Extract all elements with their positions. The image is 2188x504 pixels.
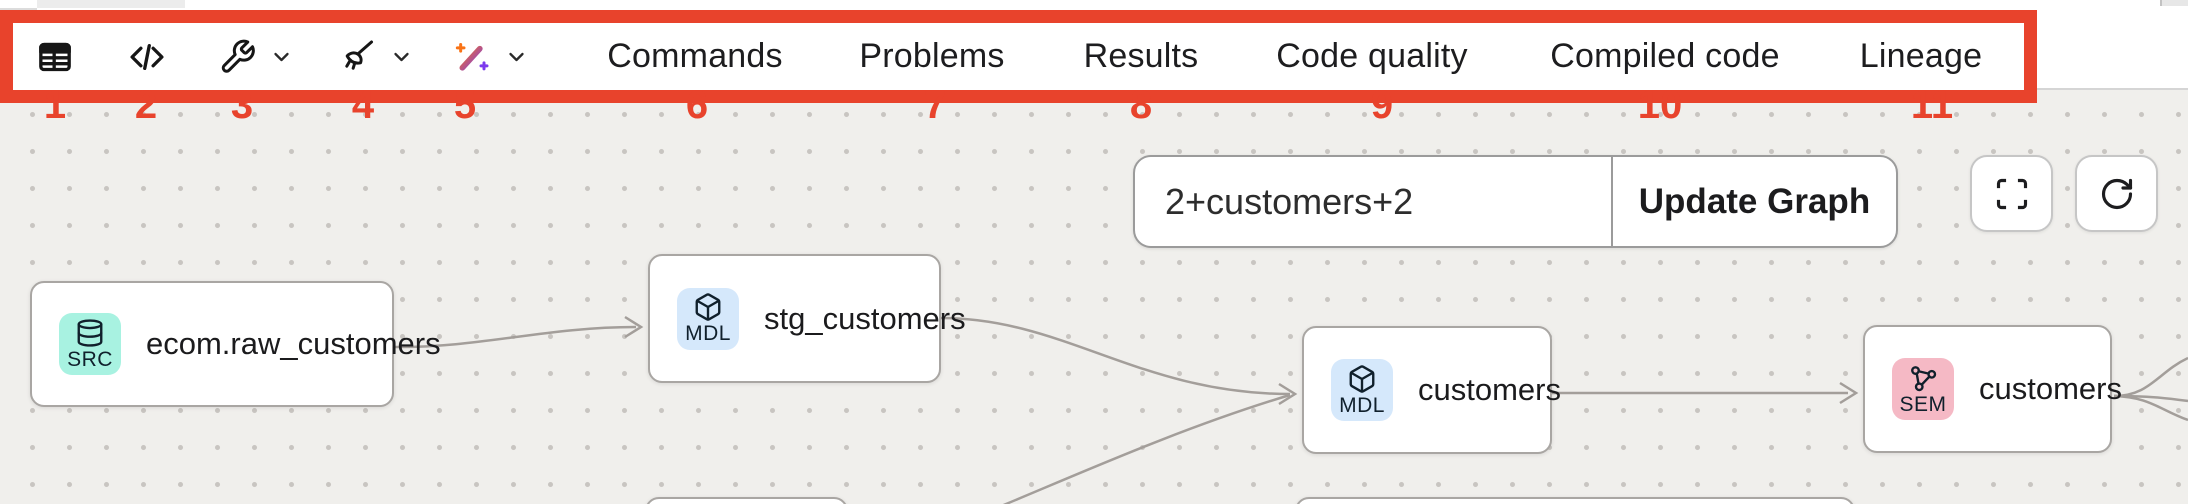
annotation-number: 8 [1129,83,1153,127]
annotation-number: 2 [134,83,158,127]
tab-problems[interactable]: Problems [859,37,1005,75]
badge-label: SEM [1899,392,1947,416]
tab-commands[interactable]: Commands [607,37,783,75]
chevron-down-icon [394,52,409,61]
node-customers-semantic[interactable]: SEM customers [1863,325,2122,453]
node-type-badge: SEM [1892,358,1954,420]
annotation-number: 10 [1637,83,1683,127]
toolbar-bottom-border [2037,88,2188,90]
update-graph-button[interactable]: Update Graph [1613,157,1896,246]
cube-icon [695,293,721,321]
node-type-badge: MDL [677,287,739,350]
refresh-icon [2101,178,2132,209]
divider [1611,157,1613,246]
node-label: ecom.raw_customers [146,326,441,361]
annotation-number: 4 [351,83,375,127]
node-partially-visible[interactable] [1295,497,1855,504]
graph-filter-control: Update Graph [1133,155,1898,248]
annotation-number: 1 [43,83,67,127]
broom-icon [345,40,373,70]
annotation-number: 3 [230,83,254,127]
annotation-number: 5 [453,83,477,127]
tab-code-quality[interactable]: Code quality [1276,37,1468,75]
magic-wand-icon [455,42,489,71]
annotation-number: 6 [685,83,709,127]
node-label: stg_customers [764,300,966,336]
badge-label: MDL [1339,393,1385,417]
code-icon [130,43,164,70]
refresh-button[interactable] [2075,155,2158,232]
fullscreen-button[interactable] [1970,155,2053,232]
node-type-badge: SRC [59,313,121,375]
tab-results[interactable]: Results [1083,37,1199,75]
table-view-button[interactable] [35,23,75,90]
pane-trim [0,8,37,10]
graph-filter-input[interactable] [1135,157,1611,246]
badge-label: MDL [685,322,731,345]
code-editor-button[interactable] [126,23,168,90]
node-ecom-raw-customers[interactable]: SRC ecom.raw_customers [30,281,441,407]
annotation-number: 9 [1370,83,1394,127]
tools-dropdown-button[interactable] [219,23,294,90]
node-stg-customers[interactable]: MDL stg_customers [648,254,966,383]
annotation-number: 11 [1910,83,1954,127]
chevron-down-icon [509,52,524,61]
tab-compiled-code[interactable]: Compiled code [1550,37,1780,75]
cleanup-dropdown-button[interactable] [337,23,414,90]
cube-icon [1349,364,1375,393]
ai-assist-dropdown-button[interactable] [452,23,529,90]
pane-trim [2160,0,2188,6]
node-partially-visible[interactable] [645,497,848,504]
wrench-icon [221,39,255,73]
tab-lineage[interactable]: Lineage [1859,37,1983,75]
node-type-badge: MDL [1331,359,1393,421]
semantic-network-icon [1911,365,1937,391]
chevron-down-icon [274,52,289,61]
node-label: customers [1418,372,1561,407]
annotation-number: 7 [923,83,947,127]
table-icon [39,42,71,71]
database-icon [77,318,103,347]
node-label: customers [1979,371,2122,406]
annotation-highlight-box [0,10,2037,103]
node-customers-model[interactable]: MDL customers [1302,326,1561,454]
badge-label: SRC [67,347,113,371]
pane-trim [37,0,185,8]
fullscreen-icon [1996,178,2027,209]
